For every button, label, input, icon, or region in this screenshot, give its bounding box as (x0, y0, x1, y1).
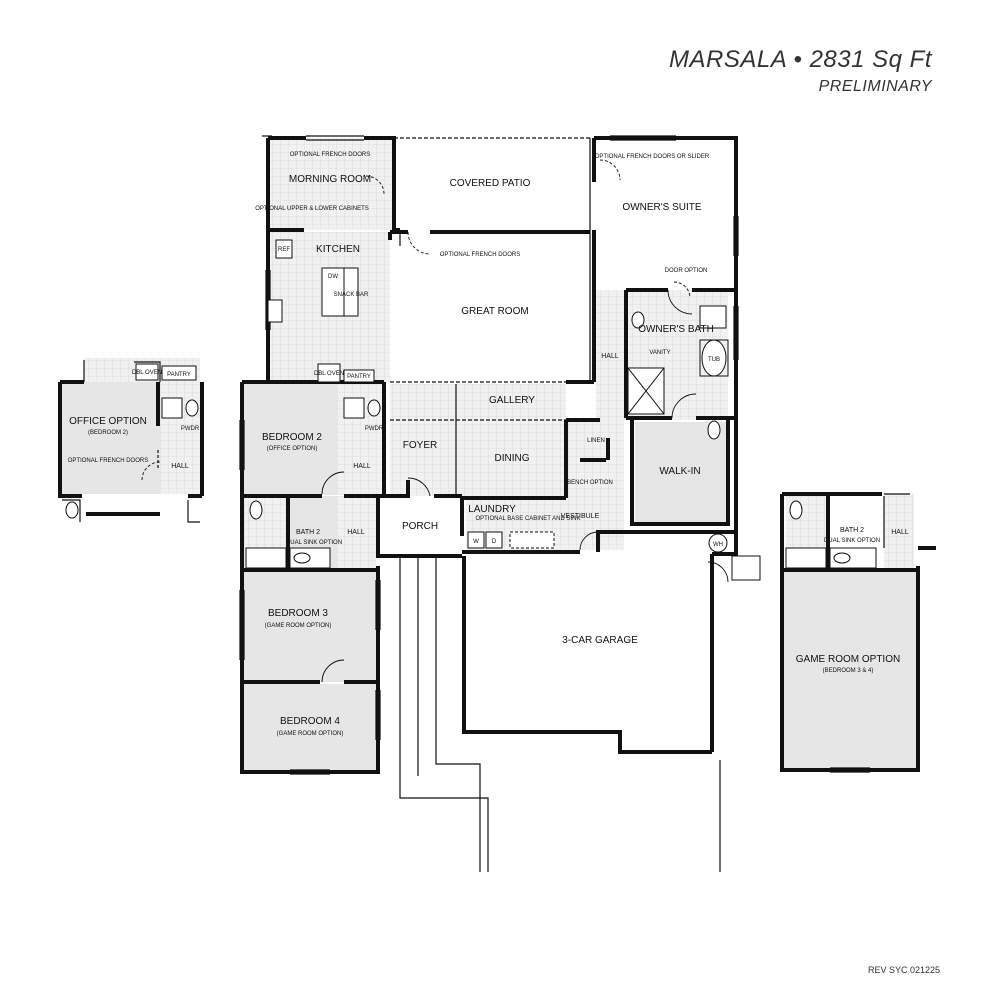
note-dual-sink-alt: DUAL SINK OPTION (824, 538, 880, 544)
note-french-doors-great: OPTIONAL FRENCH DOORS (440, 252, 520, 258)
label-porch: PORCH (402, 521, 438, 532)
label-bath2: BATH 2 (296, 529, 320, 536)
note-door-option: DOOR OPTION (665, 268, 708, 274)
note-linen: LINEN (587, 438, 605, 444)
note-pwdr-opt: PWDR (181, 426, 200, 432)
label-hall-alt: HALL (891, 529, 909, 536)
note-dbl-oven-opt: DBL OVEN (132, 370, 162, 376)
floor-fills (242, 138, 728, 770)
note-bench: BENCH OPTION (567, 480, 613, 486)
label-bedroom2-sub: (OFFICE OPTION) (267, 446, 318, 452)
note-d: D (492, 539, 497, 545)
label-garage: 3-CAR GARAGE (562, 635, 638, 646)
note-french-doors-office: OPTIONAL FRENCH DOORS (68, 458, 148, 464)
main-walls (240, 136, 738, 774)
doors (321, 159, 729, 683)
note-french-doors-owner: OPTIONAL FRENCH DOORS OR SLIDER (595, 154, 710, 160)
fixtures (245, 239, 761, 581)
label-office-option: OFFICE OPTION (69, 416, 147, 427)
label-gallery: GALLERY (489, 395, 535, 406)
plan-subtitle: PRELIMINARY (818, 78, 932, 95)
label-dining: DINING (495, 453, 530, 464)
note-french-doors-morning: OPTIONAL FRENCH DOORS (290, 152, 370, 158)
label-owners-suite: OWNER'S SUITE (622, 202, 701, 213)
note-vanity: VANITY (649, 350, 670, 356)
note-w: W (473, 539, 479, 545)
note-snack-bar: SNACK BAR (334, 292, 369, 298)
label-walk-in: WALK-IN (659, 466, 700, 477)
label-game-room: GAME ROOM OPTION (796, 654, 900, 665)
plan-title: MARSALA • 2831 Sq Ft (669, 46, 932, 73)
note-laundry-cabinet: OPTIONAL BASE CABINET AND SINK (475, 516, 580, 522)
label-laundry: LAUNDRY (468, 504, 516, 515)
label-kitchen: KITCHEN (316, 244, 360, 255)
label-bath2-alt: BATH 2 (840, 527, 864, 534)
label-game-room-sub: (BEDROOM 3 & 4) (823, 668, 874, 674)
labels: MORNING ROOM COVERED PATIO OWNER'S SUITE… (69, 174, 909, 737)
note-ref: REF (278, 247, 290, 253)
label-morning-room: MORNING ROOM (289, 174, 371, 185)
label-vestibule: VESTIBULE (561, 513, 600, 520)
label-foyer: FOYER (403, 440, 437, 451)
label-bedroom2: BEDROOM 2 (262, 432, 322, 443)
label-covered-patio: COVERED PATIO (450, 178, 531, 189)
label-great-room: GREAT ROOM (461, 306, 528, 317)
label-hall-left2: HALL (347, 529, 365, 536)
note-pwdr: PWDR (365, 426, 384, 432)
label-hall-left: HALL (353, 463, 371, 470)
label-hall-main: HALL (601, 353, 619, 360)
note-dbl-oven: DBL OVEN (314, 371, 344, 377)
note-pantry: PANTRY (347, 374, 371, 380)
revision-code: REV SYC 021225 (867, 965, 940, 975)
notes: OPTIONAL FRENCH DOORS OPTIONAL UPPER & L… (68, 152, 880, 548)
label-bedroom3-sub: (GAME ROOM OPTION) (265, 623, 332, 629)
label-office-hall: HALL (171, 463, 189, 470)
label-bedroom4-sub: (GAME ROOM OPTION) (277, 731, 344, 737)
note-dw: DW (328, 274, 338, 280)
label-bedroom3: BEDROOM 3 (268, 608, 328, 619)
note-dual-sink: DUAL SINK OPTION (286, 540, 342, 546)
note-pantry-opt: PANTRY (167, 372, 191, 378)
note-cabinets: OPTIONAL UPPER & LOWER CABINETS (255, 206, 368, 212)
label-office-option-sub: (BEDROOM 2) (88, 430, 128, 436)
note-wh: WH (713, 542, 723, 548)
label-owners-bath: OWNER'S BATH (638, 324, 714, 335)
label-bedroom4: BEDROOM 4 (280, 716, 340, 727)
office-option-inset (58, 358, 204, 523)
game-room-inset (780, 492, 936, 773)
note-tub: TUB (708, 357, 720, 363)
